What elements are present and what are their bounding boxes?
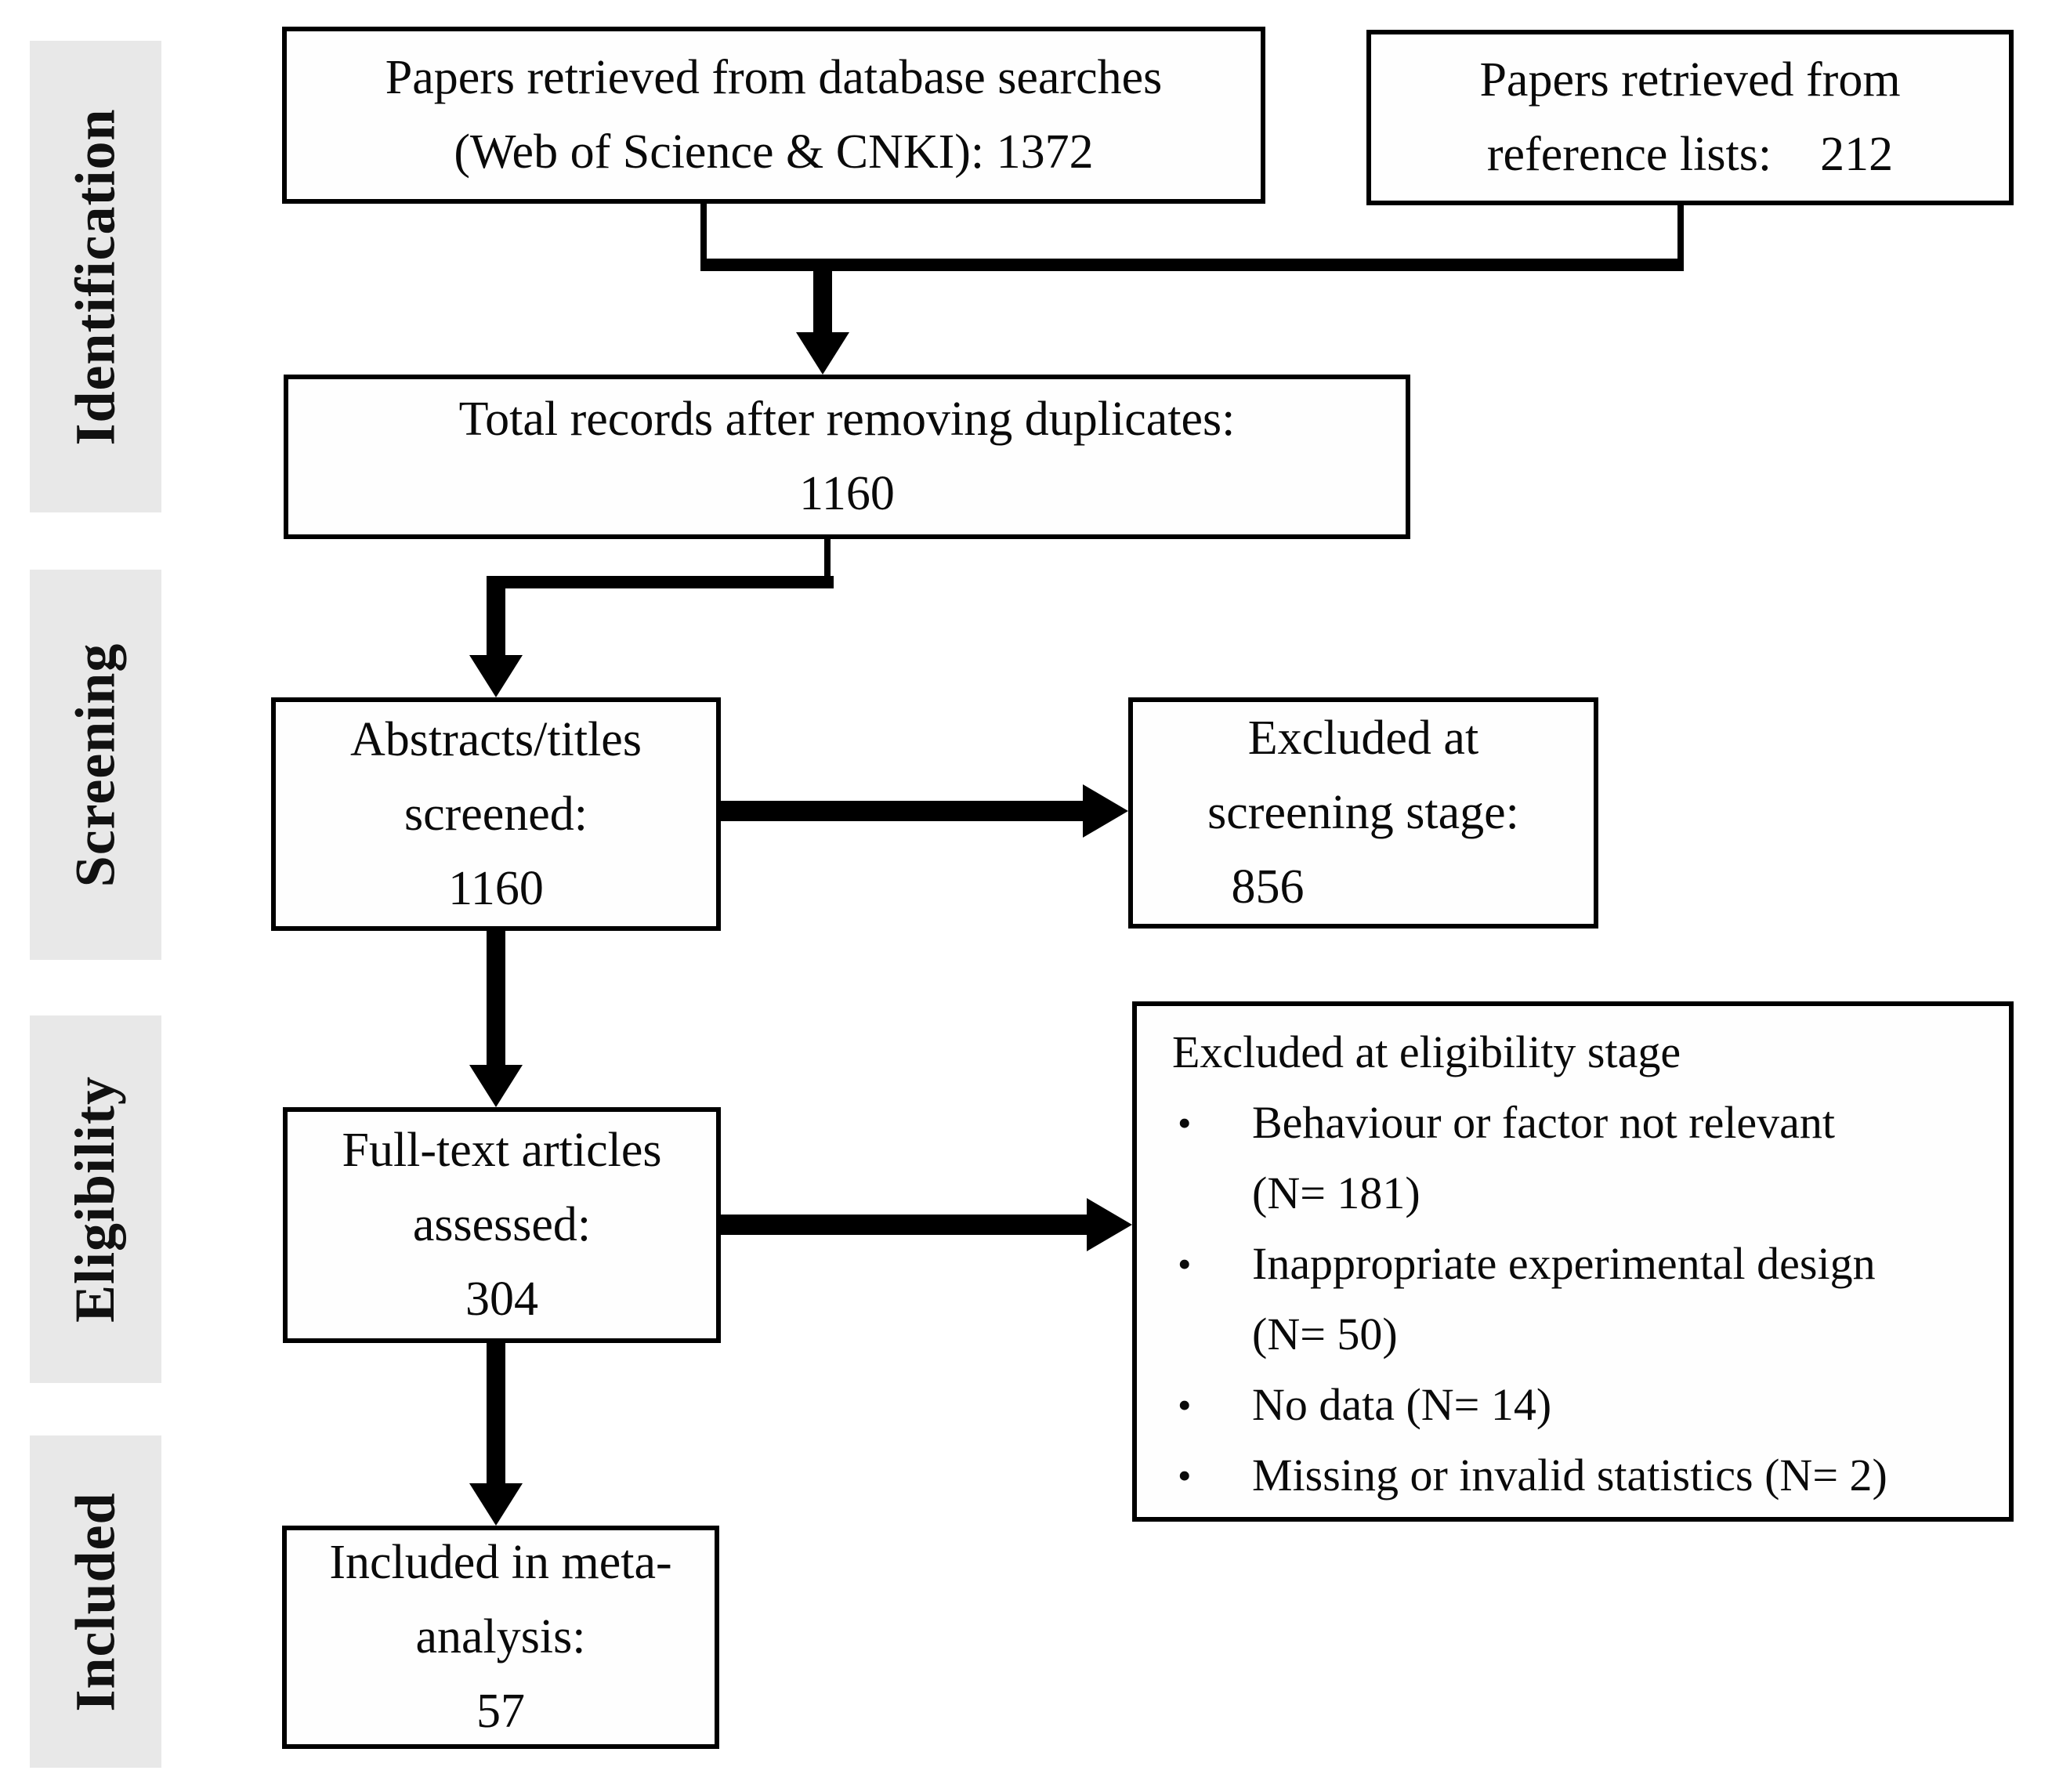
box-reference-lists-line2: reference lists: 212: [1486, 128, 1894, 181]
excluded-eligibility-item-3-line1: No data (N= 14): [1252, 1379, 1552, 1430]
stage-bar-eligibility: Eligibility: [30, 1015, 161, 1383]
stage-bar-screening: Screening: [30, 570, 161, 960]
excluded-eligibility-item-2: • Inappropriate experimental design (N= …: [1178, 1229, 1876, 1370]
connector-elbow-horizontal: [487, 576, 834, 588]
box-excluded-eligibility: Excluded at eligibility stage • Behaviou…: [1132, 1001, 2014, 1522]
box-abstracts-screened-line1: Abstracts/titles: [350, 712, 642, 766]
arrow-shaft-to-excluded-eligibility: [719, 1215, 1087, 1235]
arrow-shaft-to-fulltext: [487, 928, 505, 1069]
arrow-shaft-to-excluded-screening: [719, 801, 1083, 821]
arrow-shaft-to-included: [487, 1340, 505, 1489]
arrowhead-to-total-records: [796, 332, 849, 375]
bullet-icon: •: [1178, 1454, 1192, 1497]
stage-label-identification: Identification: [63, 107, 127, 446]
bullet-icon: •: [1178, 1242, 1192, 1286]
connector-reference-down: [1677, 202, 1684, 265]
box-reference-lists: Papers retrieved from reference lists: 2…: [1366, 30, 2014, 205]
box-total-records-line1: Total records after removing duplicates:: [458, 393, 1236, 446]
excluded-eligibility-item-1-line1: Behaviour or factor not relevant: [1252, 1097, 1836, 1148]
box-database-search-line2: (Web of Science & CNKI): 1372: [454, 125, 1094, 179]
box-total-records: Total records after removing duplicates:…: [284, 375, 1410, 539]
box-included-meta-analysis: Included in meta- analysis: 57: [282, 1526, 719, 1749]
stage-label-screening: Screening: [63, 643, 127, 887]
excluded-eligibility-item-4: • Missing or invalid statistics (N= 2): [1178, 1440, 1887, 1511]
excluded-eligibility-heading: Excluded at eligibility stage: [1172, 1026, 1681, 1077]
box-excluded-screening: Excluded at screening stage: 856: [1128, 697, 1598, 929]
box-abstracts-screened-line2: screened:: [404, 787, 588, 841]
box-database-search-line1: Papers retrieved from database searches: [385, 51, 1163, 104]
arrowhead-to-excluded-screening: [1083, 784, 1128, 838]
stage-label-eligibility: Eligibility: [63, 1075, 127, 1323]
arrowhead-to-included: [469, 1483, 523, 1526]
connector-db-search-down: [700, 201, 707, 265]
box-database-search: Papers retrieved from database searches …: [282, 27, 1265, 204]
stage-bar-identification: Identification: [30, 41, 161, 512]
connector-merge-horizontal: [700, 259, 1684, 271]
box-included-meta-line1: Included in meta-: [329, 1536, 672, 1589]
excluded-eligibility-item-3: • No data (N= 14): [1178, 1370, 1551, 1440]
box-fulltext-assessed-line2: assessed:: [412, 1198, 592, 1251]
arrow-shaft-to-total-records: [813, 265, 832, 335]
box-total-records-line2: 1160: [799, 467, 895, 520]
box-excluded-screening-line3: 856: [1231, 860, 1305, 914]
bullet-icon: •: [1178, 1101, 1192, 1145]
arrowhead-to-excluded-eligibility: [1087, 1198, 1132, 1251]
arrowhead-to-fulltext: [469, 1065, 523, 1107]
box-excluded-screening-line2: screening stage:: [1207, 786, 1519, 839]
box-abstracts-screened: Abstracts/titles screened: 1160: [271, 697, 721, 931]
box-excluded-screening-line1: Excluded at: [1247, 711, 1479, 765]
bullet-icon: •: [1178, 1383, 1192, 1427]
excluded-eligibility-item-1: • Behaviour or factor not relevant (N= 1…: [1178, 1088, 1835, 1229]
excluded-eligibility-item-2-line2: (N= 50): [1252, 1309, 1398, 1359]
box-included-meta-line3: 57: [476, 1685, 525, 1738]
excluded-eligibility-item-1-line2: (N= 181): [1252, 1168, 1420, 1218]
box-fulltext-assessed-line1: Full-text articles: [342, 1124, 662, 1177]
stage-label-included: Included: [63, 1491, 127, 1712]
box-fulltext-assessed: Full-text articles assessed: 304: [283, 1107, 721, 1343]
connector-total-records-down: [824, 536, 831, 583]
box-reference-lists-line1: Papers retrieved from: [1479, 53, 1901, 107]
box-included-meta-line2: analysis:: [415, 1610, 586, 1663]
box-fulltext-assessed-line3: 304: [465, 1273, 538, 1326]
excluded-eligibility-item-2-line1: Inappropriate experimental design: [1252, 1238, 1876, 1289]
excluded-eligibility-item-4-line1: Missing or invalid statistics (N= 2): [1252, 1450, 1887, 1501]
stage-bar-included: Included: [30, 1435, 161, 1768]
box-abstracts-screened-line3: 1160: [448, 861, 544, 915]
arrow-shaft-to-abstracts: [487, 585, 505, 660]
arrowhead-to-abstracts: [469, 655, 523, 697]
